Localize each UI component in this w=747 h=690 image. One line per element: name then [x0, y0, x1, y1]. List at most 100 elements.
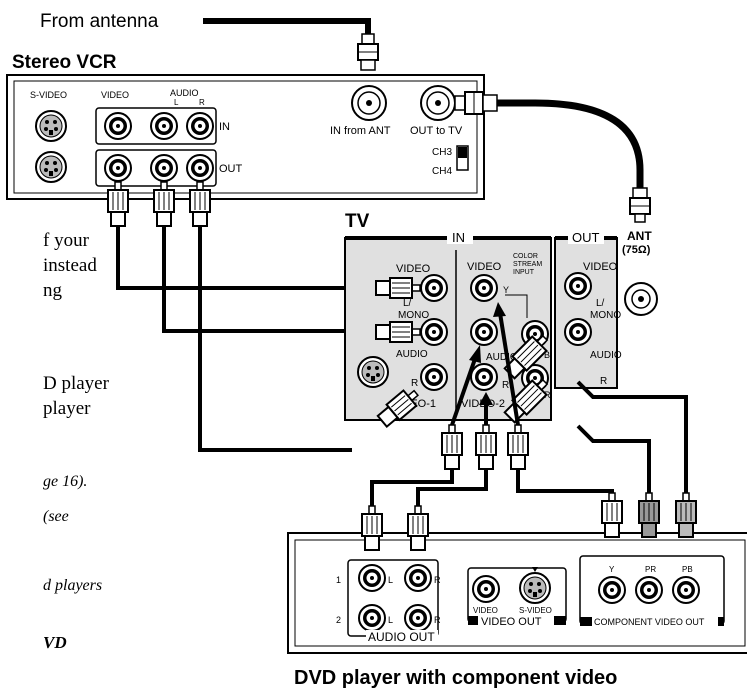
dvd-audio-r-plug-icon [407, 505, 429, 551]
tv-out-lmono-label-1: L/ [596, 298, 605, 309]
dvd-row1-label: 1 [336, 575, 341, 585]
tv-r1-plug-icon [376, 389, 419, 429]
vcr-svideo-in-jack-icon [35, 110, 67, 142]
dvd-y-plug-icon [601, 492, 623, 538]
tv-pb-label: PB [538, 350, 550, 360]
vcr-out-label: OUT [219, 163, 243, 175]
tv-out-lmono-label-2: MONO [590, 310, 621, 321]
dvd-svideo-label: S-VIDEO [519, 606, 552, 615]
tv-out-video-label: VIDEO [583, 261, 618, 273]
dvd-y-jack-icon [598, 576, 626, 604]
side-text-line-5: player [43, 398, 91, 419]
dvd-audio-l-plug-icon [361, 505, 383, 551]
from-antenna-label: From antenna [40, 11, 159, 32]
dvd-video-jack-icon [472, 575, 500, 603]
tv-out-video-jack-icon [564, 272, 592, 300]
dvd-y-cable [516, 469, 614, 495]
dvd-component-out-label: COMPONENT VIDEO OUT [594, 617, 705, 627]
y-arrow [498, 312, 520, 426]
antenna-coax-plug-icon [357, 33, 379, 71]
tv-audio2-label: AUDIO [486, 352, 518, 363]
tv-r1-label: R [411, 378, 418, 389]
dvd-audio2-r-jack-icon [404, 604, 432, 632]
dvd-audio-r-cable [416, 469, 488, 508]
tv-ant-label: ANT [627, 229, 652, 243]
dvd-audio-l-cable [370, 469, 454, 508]
vcr-out-to-tv-label: OUT to TV [410, 125, 463, 137]
dvd-audio-out-label: AUDIO OUT [368, 630, 435, 644]
vcr-title: Stereo VCR [12, 52, 117, 73]
dvd-l1-label: L [388, 575, 393, 585]
dvd-audio1-l-jack-icon [358, 564, 386, 592]
vcr-svideo-label: S-VIDEO [30, 90, 67, 100]
side-text-line-7: (see [43, 508, 69, 525]
dvd-audio-l-plug-top-icon [441, 424, 463, 470]
dvd-row2-label: 2 [336, 615, 341, 625]
side-text-line-2: instead [43, 255, 97, 276]
vcr-svideo-out-jack-icon [35, 151, 67, 183]
tv-ant-jack-icon [624, 282, 658, 316]
vcr-to-tv-coax-cable [497, 99, 644, 188]
antenna-cable [203, 18, 371, 48]
vcr-ch4-label: CH4 [432, 166, 452, 177]
dvd-pr-cable [576, 424, 651, 495]
dvd-y-label: Y [609, 565, 615, 574]
dvd-panel [287, 532, 747, 654]
tv-lmono2-jack-icon [470, 318, 498, 346]
dvd-pr-jack-icon [635, 576, 663, 604]
dvd-r2-label: R [434, 615, 441, 625]
side-text-line-4: D player [43, 373, 110, 394]
tv-lmono1-jack-icon [420, 318, 448, 346]
vcr-video-cable [116, 226, 352, 290]
tv-out-label: OUT [572, 230, 600, 245]
tv-svideo-jack-icon [357, 356, 389, 388]
side-text-line-9: VD [43, 633, 67, 652]
vcr-panel [6, 74, 485, 200]
tv-y-label: Y [503, 285, 509, 295]
vcr-in-from-ant-label: IN from ANT [330, 125, 391, 137]
tv-title: TV [345, 211, 370, 232]
tv-video1-label: VIDEO [396, 263, 431, 275]
vcr-to-tv-coax-plug-icon [454, 91, 498, 115]
tv-color-stream-label-3: INPUT [513, 269, 535, 276]
vcr-video-in-jack-icon [104, 112, 132, 140]
tv-video1-jack-icon [420, 274, 448, 302]
side-text-line-6: ge 16). [43, 473, 87, 490]
dvd-video-label: VIDEO [473, 606, 498, 615]
dvd-l2-label: L [388, 615, 393, 625]
tv-out-lmono-jack-icon [564, 318, 592, 346]
side-text-line-3: ng [43, 280, 63, 301]
tv-r1-jack-icon [420, 363, 448, 391]
vcr-in-label: IN [219, 121, 230, 133]
tv-video2-jack-icon [470, 274, 498, 302]
vcr-audio-l-cable [162, 226, 352, 333]
dvd-pb-cable [576, 380, 688, 495]
dvd-video-out-label: VIDEO OUT [481, 616, 542, 628]
vcr-out-to-tv-jack-icon [420, 85, 456, 121]
dvd-audio-r-plug-top-icon [475, 424, 497, 470]
tv-ant-ohm-label: (75Ω) [622, 244, 651, 256]
tv-audio1-label: AUDIO [396, 349, 428, 360]
tv-lmono-label-2: MONO [398, 310, 429, 321]
dvd-title: DVD player with component video [294, 667, 617, 689]
vcr-ch3-label: CH3 [432, 147, 452, 158]
tv-out-r-label: R [600, 376, 607, 387]
vcr-audio-label: AUDIO [170, 88, 199, 98]
dvd-pr-plug-icon [638, 492, 660, 538]
dvd-r1-label: R [434, 575, 441, 585]
audio-l-arrow [450, 355, 478, 426]
tv-lmono-label-1: L/ [403, 298, 412, 309]
side-text-line-1: f your [43, 230, 90, 251]
tv-color-stream-label-1: COLOR [513, 253, 538, 260]
dvd-audio2-l-jack-icon [358, 604, 386, 632]
tv-out-audio-label: AUDIO [590, 350, 622, 361]
tv-video2-label: VIDEO [467, 261, 502, 273]
vcr-audio-l-in-jack-icon [150, 112, 178, 140]
vcr-audio-r-in-jack-icon [186, 112, 214, 140]
side-text-line-8: d players [43, 577, 102, 594]
tv-ant-coax-plug-icon [629, 187, 651, 223]
tv-r2-label: R [502, 380, 509, 391]
vcr-video-label: VIDEO [101, 90, 129, 100]
vcr-audio-r-label: R [199, 98, 205, 107]
tv-out-panel [554, 237, 618, 389]
